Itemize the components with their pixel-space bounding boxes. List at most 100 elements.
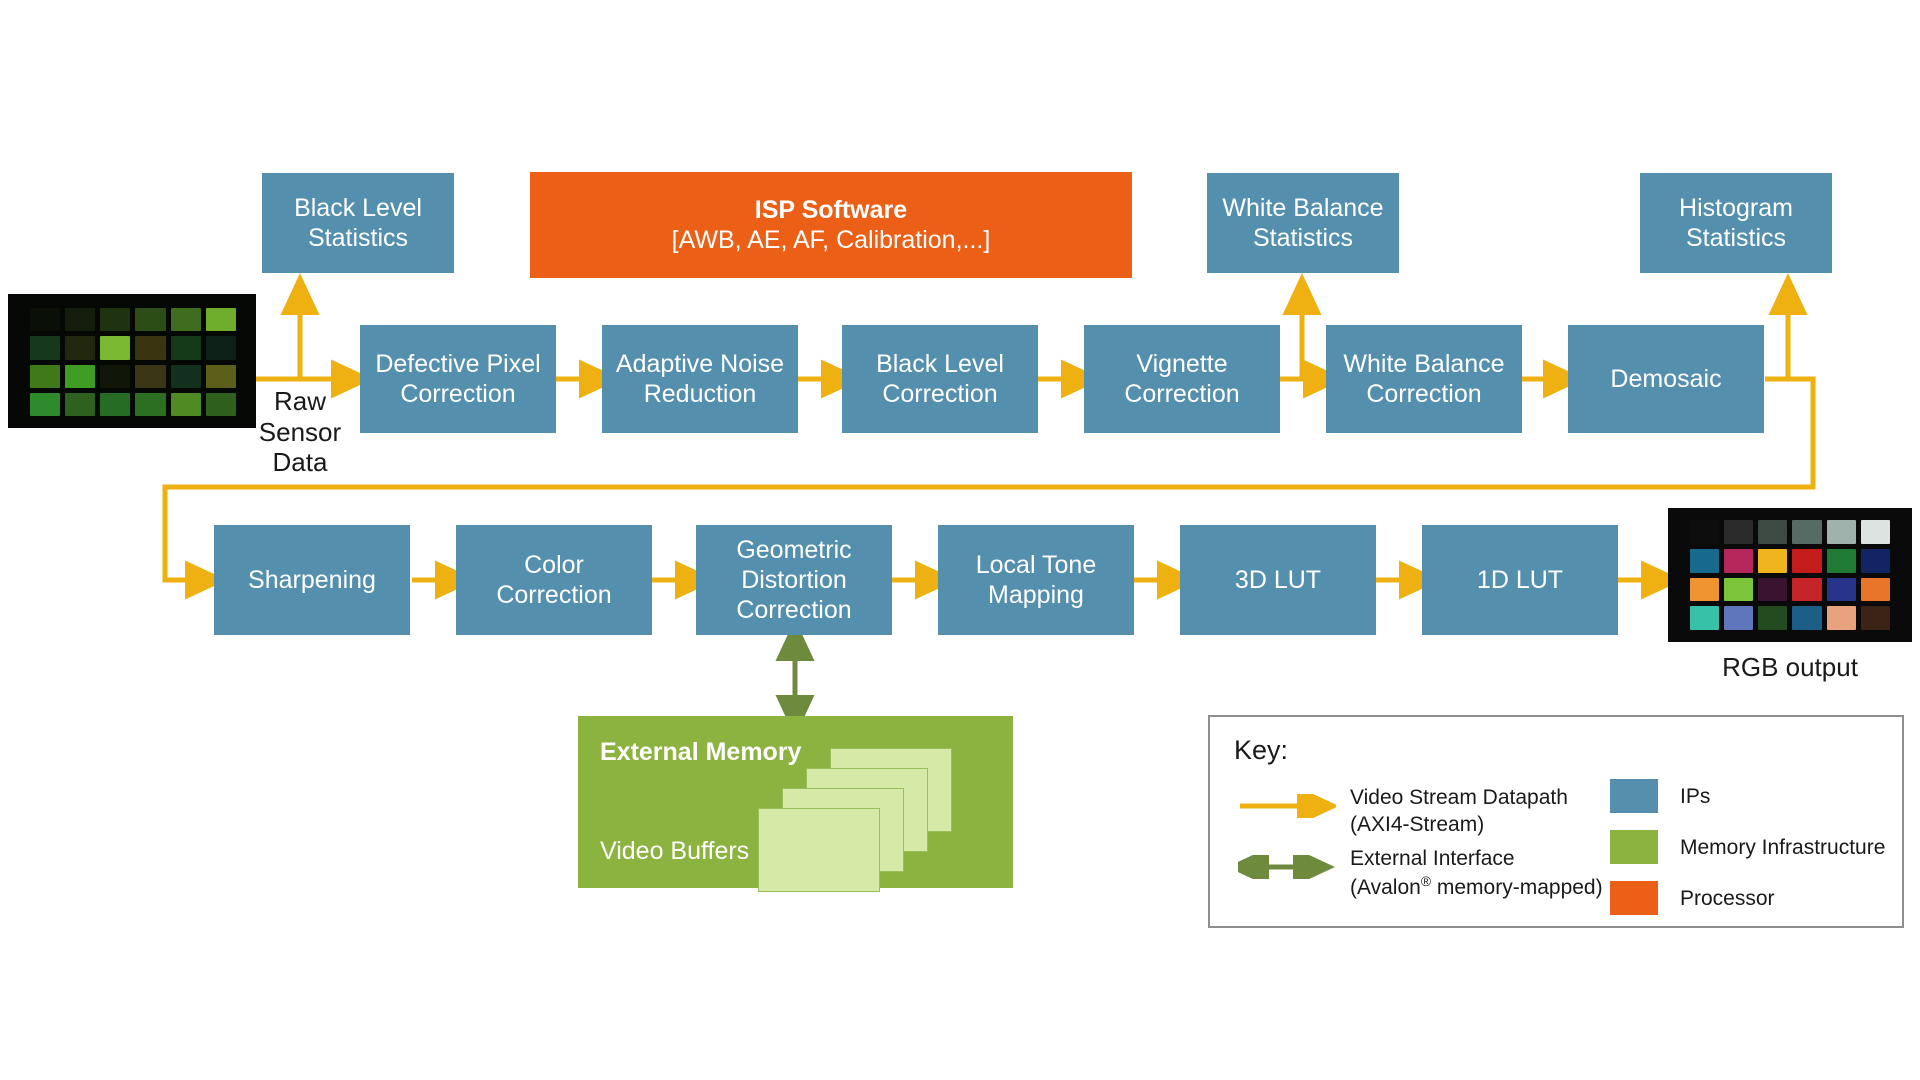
rgb-colorchecker-patch bbox=[1724, 577, 1754, 602]
raw-colorchecker-grid bbox=[30, 308, 236, 416]
demosaic-line1: Demosaic bbox=[1610, 365, 1722, 393]
legend-label-processor: Processor bbox=[1680, 887, 1775, 910]
rgb-colorchecker-patch bbox=[1792, 606, 1822, 630]
video-buffer-1 bbox=[758, 808, 880, 892]
raw-colorchecker-patch bbox=[135, 308, 166, 332]
raw-colorchecker-patch bbox=[30, 364, 61, 388]
block-isp-software[interactable]: ISP Software [AWB, AE, AF, Calibration,.… bbox=[530, 172, 1132, 278]
histogram-statistics-line2: Statistics bbox=[1685, 224, 1786, 252]
raw-colorchecker-patch bbox=[135, 392, 166, 416]
legend-label-ips: IPs bbox=[1680, 785, 1711, 808]
legend-swatch-processor bbox=[1610, 881, 1658, 915]
rgb-colorchecker-patch bbox=[1724, 520, 1754, 544]
rgb-colorchecker-patch bbox=[1690, 577, 1720, 602]
histogram-statistics-line1: Histogram bbox=[1679, 194, 1793, 222]
black-level-correction-line1: Black Level bbox=[876, 350, 1004, 378]
rgb-colorchecker-patch bbox=[1758, 577, 1788, 602]
block-histogram-statistics[interactable]: Histogram Statistics bbox=[1640, 173, 1832, 273]
arrow-demosaic-wrap-to-sharpening bbox=[162, 376, 1816, 600]
white-balance-statistics-line2: Statistics bbox=[1252, 224, 1353, 252]
raw-label-line1: Raw bbox=[273, 386, 326, 416]
block-white-balance-correction[interactable]: White Balance Correction bbox=[1326, 325, 1522, 433]
legend-external-interface-text: External Interface (Avalon® memory-mappe… bbox=[1350, 846, 1603, 902]
key-legend-panel: Key: Video Stream Datapath (AXI4-Stream) bbox=[1208, 715, 1904, 928]
raw-colorchecker-patch bbox=[170, 392, 201, 416]
external-memory-subtitle: Video Buffers bbox=[600, 837, 750, 865]
rgb-colorchecker-patch bbox=[1860, 606, 1890, 630]
block-1d-lut[interactable]: 1D LUT bbox=[1422, 525, 1618, 635]
rgb-colorchecker-patch bbox=[1792, 548, 1822, 573]
raw-colorchecker-patch bbox=[100, 308, 131, 332]
raw-colorchecker-patch bbox=[100, 392, 131, 416]
white-balance-statistics-line1: White Balance bbox=[1222, 194, 1384, 222]
raw-colorchecker-patch bbox=[65, 308, 96, 332]
raw-colorchecker-patch bbox=[100, 336, 131, 360]
rgb-colorchecker-patch bbox=[1690, 520, 1720, 544]
block-3d-lut[interactable]: 3D LUT bbox=[1180, 525, 1376, 635]
defective-pixel-correction-line2: Correction bbox=[400, 380, 516, 408]
legend-swatch-memory-infrastructure bbox=[1610, 830, 1658, 864]
block-sharpening[interactable]: Sharpening bbox=[214, 525, 410, 635]
raw-colorchecker-patch bbox=[205, 364, 236, 388]
block-white-balance-statistics[interactable]: White Balance Statistics bbox=[1207, 173, 1399, 273]
raw-colorchecker-patch bbox=[30, 308, 61, 332]
rgb-output-caption: RGB output bbox=[1722, 652, 1858, 682]
raw-label-line2: Sensor bbox=[258, 416, 342, 447]
raw-colorchecker-patch bbox=[65, 336, 96, 360]
legend-video-stream-line1: Video Stream Datapath bbox=[1350, 786, 1568, 809]
rgb-colorchecker-patch bbox=[1792, 520, 1822, 544]
block-external-memory[interactable]: External Memory Video Buffers bbox=[578, 716, 1013, 892]
legend-arrow-right-icon bbox=[1240, 794, 1336, 818]
geometric-distortion-correction-line3: Correction bbox=[736, 596, 852, 624]
raw-sensor-image bbox=[8, 294, 256, 428]
legend-swatch-ips bbox=[1610, 779, 1658, 813]
rgb-colorchecker-patch bbox=[1826, 520, 1856, 544]
rgb-colorchecker-grid bbox=[1690, 520, 1890, 630]
color-correction-line2: Correction bbox=[496, 581, 612, 609]
key-title: Key: bbox=[1234, 735, 1289, 765]
rgb-colorchecker-patch bbox=[1690, 548, 1720, 573]
rgb-colorchecker-patch bbox=[1826, 548, 1856, 573]
rgb-colorchecker-patch bbox=[1690, 606, 1720, 630]
black-level-correction-line2: Correction bbox=[882, 380, 998, 408]
block-color-correction[interactable]: Color Correction bbox=[456, 525, 652, 635]
block-local-tone-mapping[interactable]: Local Tone Mapping bbox=[938, 525, 1134, 635]
block-demosaic[interactable]: Demosaic bbox=[1568, 325, 1764, 433]
rgb-colorchecker-patch bbox=[1792, 577, 1822, 602]
rgb-colorchecker-patch bbox=[1826, 577, 1856, 602]
adaptive-noise-reduction-line1: Adaptive Noise bbox=[615, 350, 785, 378]
raw-colorchecker-patch bbox=[205, 308, 236, 332]
legend-video-stream-line2: (AXI4-Stream) bbox=[1350, 812, 1485, 836]
rgb-colorchecker-patch bbox=[1860, 520, 1890, 544]
block-geometric-distortion-correction[interactable]: Geometric Distortion Correction bbox=[696, 525, 892, 635]
white-balance-correction-line2: Correction bbox=[1366, 380, 1482, 408]
white-balance-correction-line1: White Balance bbox=[1343, 350, 1505, 378]
block-black-level-correction[interactable]: Black Level Correction bbox=[842, 325, 1038, 433]
block-vignette-correction[interactable]: Vignette Correction bbox=[1084, 325, 1280, 433]
rgb-colorchecker-patch bbox=[1826, 606, 1856, 630]
legend-label-memory-infrastructure: Memory Infrastructure bbox=[1680, 836, 1886, 859]
raw-colorchecker-patch bbox=[100, 364, 131, 388]
raw-colorchecker-patch bbox=[205, 392, 236, 416]
raw-colorchecker-patch bbox=[65, 392, 96, 416]
block-black-level-statistics[interactable]: Black Level Statistics bbox=[262, 173, 454, 273]
raw-colorchecker-patch bbox=[30, 336, 61, 360]
isp-software-title: ISP Software bbox=[754, 196, 908, 224]
legend-external-interface-line2: (Avalon® memory-mapped) bbox=[1350, 872, 1603, 899]
raw-colorchecker-patch bbox=[205, 336, 236, 360]
local-tone-mapping-line2: Mapping bbox=[988, 581, 1084, 609]
raw-colorchecker-patch bbox=[30, 392, 61, 416]
geometric-distortion-correction-line1: Geometric bbox=[736, 536, 852, 564]
block-adaptive-noise-reduction[interactable]: Adaptive Noise Reduction bbox=[602, 325, 798, 433]
block-defective-pixel-correction[interactable]: Defective Pixel Correction bbox=[360, 325, 556, 433]
raw-label-line3: Data bbox=[272, 447, 328, 478]
3d-lut-line1: 3D LUT bbox=[1234, 566, 1322, 594]
vignette-correction-line2: Correction bbox=[1124, 380, 1240, 408]
black-level-statistics-line1: Black Level bbox=[294, 194, 422, 222]
legend-arrow-both-icon bbox=[1238, 855, 1336, 879]
external-memory-title: External Memory bbox=[600, 738, 802, 766]
registered-mark: ® bbox=[1420, 872, 1432, 889]
raw-sensor-data-label: Raw Sensor Data bbox=[240, 386, 360, 478]
